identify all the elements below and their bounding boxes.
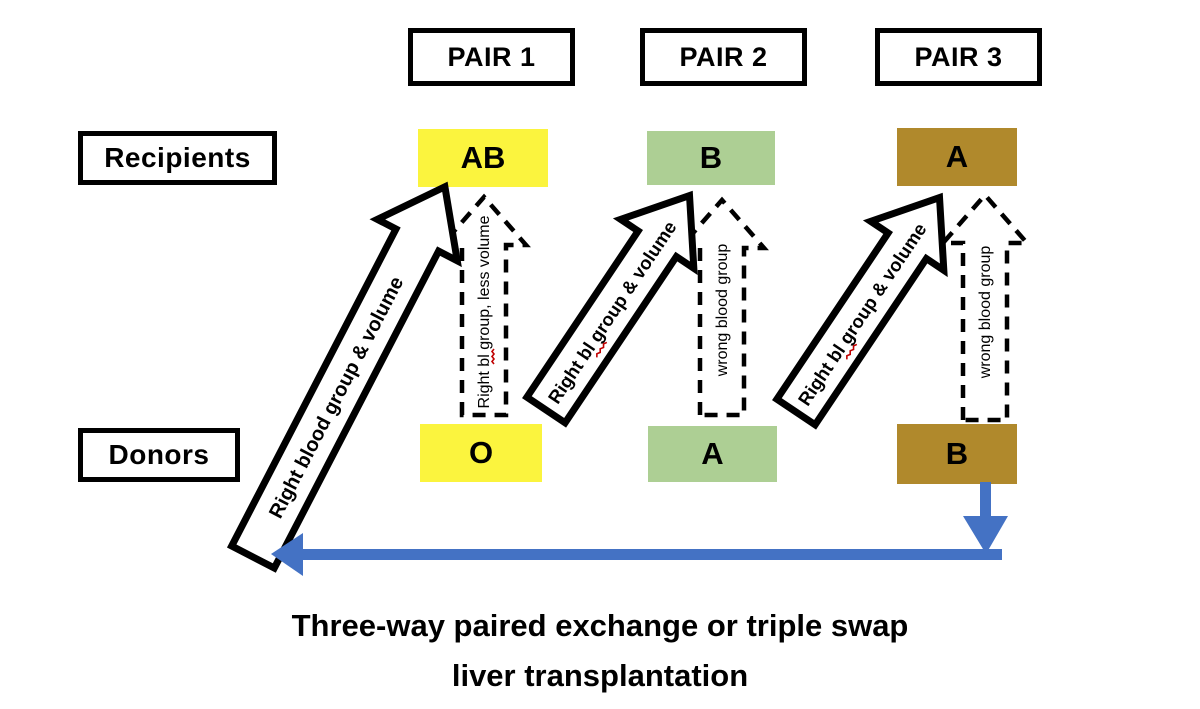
dashed-arrow-pair3: wrong blood group	[938, 191, 1032, 423]
recipient-box-pair1: AB	[418, 129, 548, 187]
recipient-box-pair3: A	[897, 128, 1017, 186]
solid-arrow-1-label: Right blood group & volume	[265, 273, 408, 522]
donor-blood-group-pair1: O	[468, 435, 494, 470]
dashed-arrow-pair2: wrong blood group	[675, 196, 769, 418]
solid-arrow-2-label: Right bl group & volume	[544, 217, 681, 407]
solid-arrow-1: Right blood group & volume	[226, 181, 462, 573]
dashed-arrow-pair1-label: Right bl group, less volume	[476, 215, 493, 408]
blue-return-arrow-horizontal	[300, 549, 1002, 560]
donor-box-pair3: B	[897, 424, 1017, 484]
recipient-blood-group-pair3: A	[945, 139, 969, 174]
dashed-arrow-pair2-shape	[675, 196, 769, 418]
solid-arrow-2-shape	[522, 190, 698, 428]
donor-blood-group-pair3: B	[945, 436, 969, 471]
blue-return-arrow-down-head	[963, 516, 1008, 554]
solid-arrow-3-shape	[772, 192, 948, 430]
donors-row-label: Donors	[78, 428, 240, 482]
dashed-arrow-pair1: Right bl group, less volume	[437, 193, 531, 418]
dashed-arrow-pair2-label: wrong blood group	[714, 244, 731, 378]
pair-2-header: PAIR 2	[640, 28, 807, 86]
dashed-arrow-pair3-shape	[938, 191, 1032, 423]
donor-box-pair1: O	[420, 424, 542, 482]
pair-3-header: PAIR 3	[875, 28, 1042, 86]
solid-arrow-3-label: Right bl group & volume	[794, 219, 931, 409]
dashed-arrow-pair3-label: wrong blood group	[977, 246, 994, 380]
solid-arrow-2: Right bl group & volume	[522, 190, 698, 428]
caption: Three-way paired exchange or triple swap…	[0, 601, 1200, 700]
recipient-blood-group-pair1: AB	[460, 140, 506, 175]
spellcheck-squiggle	[846, 343, 858, 360]
dashed-arrow-pair1-shape	[437, 193, 531, 418]
blue-return-arrow-vertical	[980, 482, 991, 518]
recipients-row-label: Recipients	[78, 131, 277, 185]
blue-return-arrow-left-head	[271, 533, 303, 576]
donor-blood-group-pair2: A	[701, 436, 724, 471]
solid-arrow-1-shape	[226, 181, 462, 573]
caption-line1: Three-way paired exchange or triple swap	[291, 608, 909, 643]
solid-arrow-3: Right bl group & volume	[772, 192, 948, 430]
spellcheck-squiggle	[490, 348, 496, 365]
donor-box-pair2: A	[648, 426, 777, 482]
spellcheck-squiggle	[596, 341, 608, 358]
pair-1-header: PAIR 1	[408, 28, 575, 86]
recipient-box-pair2: B	[647, 131, 775, 185]
blue-return-arrow	[271, 482, 1008, 576]
recipient-blood-group-pair2: B	[699, 140, 723, 175]
caption-line2: liver transplantation	[451, 657, 749, 693]
